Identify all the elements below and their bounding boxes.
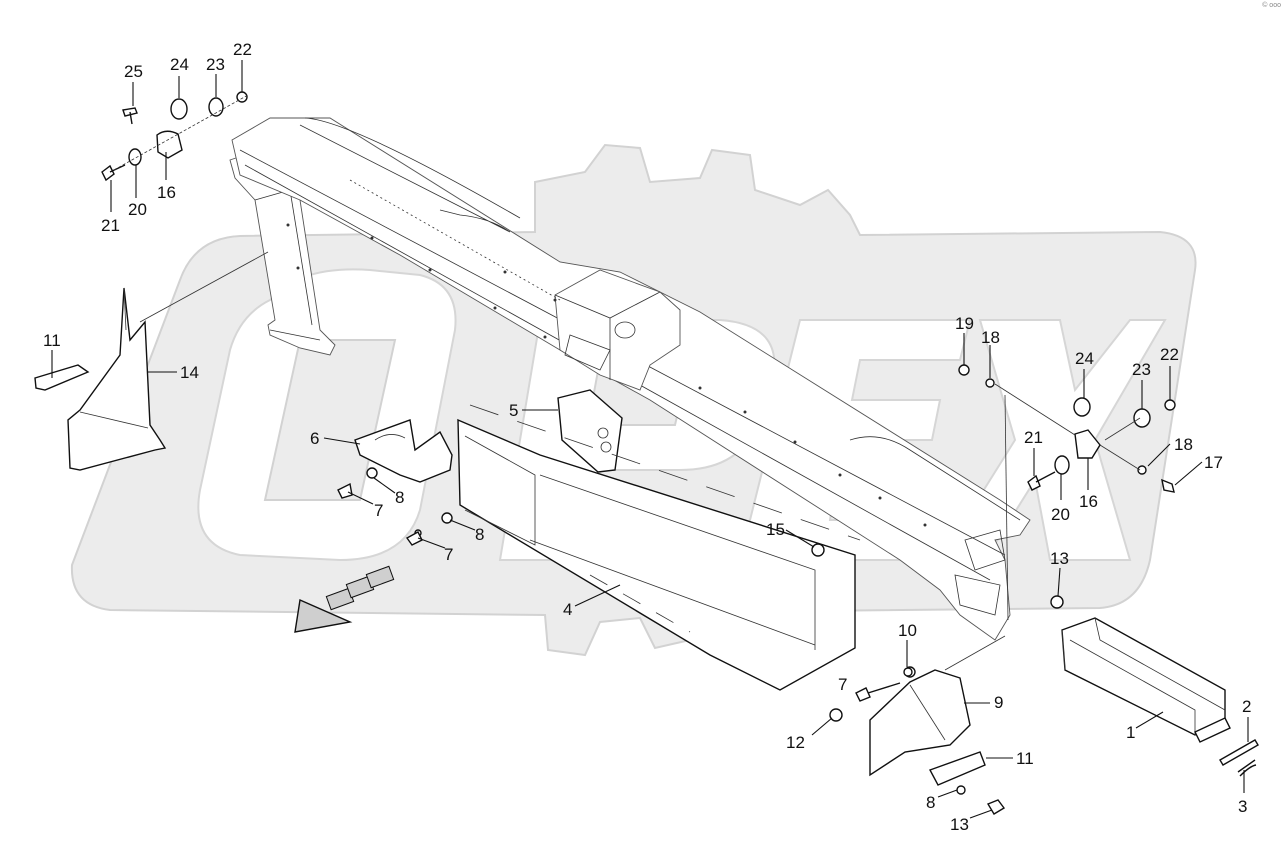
callout-1: 1	[1126, 723, 1135, 742]
pin-assembly-left	[101, 91, 249, 182]
callout-19: 19	[955, 314, 974, 333]
callout-22: 22	[233, 40, 252, 59]
callout-21: 21	[101, 216, 120, 235]
callout-10: 10	[898, 621, 917, 640]
callout-5: 5	[509, 401, 518, 420]
part-5-plate	[557, 389, 623, 473]
part-21-bolt	[101, 164, 126, 182]
callout-24: 24	[170, 55, 189, 74]
callout-25: 25	[124, 62, 143, 81]
watermark-letter-o-hole	[263, 339, 397, 501]
part-17-bolt	[1161, 478, 1175, 493]
part-22-nut-right	[1164, 399, 1176, 411]
callout-15: 15	[766, 520, 785, 539]
part-1-tray	[1061, 617, 1231, 743]
callout-23: 23	[1132, 360, 1151, 379]
callout-14: 14	[180, 363, 199, 382]
left-shield-assembly	[34, 251, 269, 471]
part-13-nut-top	[1050, 595, 1064, 609]
callout-24: 24	[1075, 349, 1094, 368]
part-23-washer	[208, 97, 224, 117]
part-10-washer	[903, 667, 913, 677]
callout-20: 20	[1051, 505, 1070, 524]
part-20-washer-right	[1054, 455, 1070, 475]
callout-7: 7	[838, 675, 847, 694]
callout-12: 12	[786, 733, 805, 752]
callout-8: 8	[926, 793, 935, 812]
direction-arrow	[294, 565, 395, 633]
callout-8: 8	[475, 525, 484, 544]
callout-11: 11	[43, 331, 61, 350]
callout-20: 20	[128, 200, 147, 219]
callout-17: 17	[1204, 453, 1223, 472]
callout-labels: 25 24 23 22 21 20 16 11 14 6 5 8 7 8 7 4…	[43, 40, 1251, 834]
part-4-guard	[405, 404, 861, 691]
part-8-washer-right	[956, 785, 966, 795]
callout-13: 13	[950, 815, 969, 834]
part-14-side-shield	[67, 287, 167, 471]
part-7-bolt-right	[855, 682, 901, 702]
part-11-plate-left	[34, 364, 90, 391]
callout-3: 3	[1238, 797, 1247, 816]
part-11-plate-right	[929, 751, 986, 786]
part-18-washer	[985, 378, 995, 388]
callout-16: 16	[157, 183, 176, 202]
part-6-holder	[337, 419, 453, 499]
callout-22: 22	[1160, 345, 1179, 364]
callout-18: 18	[1174, 435, 1193, 454]
part-20-washer	[128, 148, 142, 166]
part-13-nut-bottom	[986, 799, 1006, 815]
part-9-side-shield	[869, 669, 971, 777]
callout-8: 8	[395, 488, 404, 507]
callout-23: 23	[206, 55, 225, 74]
part-16-pin-plate-right	[1074, 429, 1101, 459]
callout-16: 16	[1079, 492, 1098, 511]
callout-11: 11	[1016, 749, 1034, 768]
corner-mark: © ooo	[1262, 2, 1281, 9]
callout-21: 21	[1024, 428, 1043, 447]
part-18-washer-right	[1137, 465, 1147, 475]
callout-18: 18	[981, 328, 1000, 347]
right-shield-assembly	[829, 595, 1064, 815]
pin-assembly-right	[958, 364, 1176, 621]
callout-2: 2	[1242, 697, 1251, 716]
part-12-nut	[829, 708, 843, 722]
callout-7: 7	[444, 545, 453, 564]
part-2-pin	[1219, 739, 1259, 766]
part-24-washer-right	[1073, 397, 1091, 417]
part-3-clip	[1237, 759, 1257, 777]
main-frame	[229, 117, 1031, 641]
part-15-nut	[811, 543, 825, 557]
part-16-pin-plate	[156, 130, 183, 159]
frame-bolt-holes	[286, 223, 927, 527]
part-24-washer	[170, 98, 188, 120]
leader-lines	[51, 60, 1249, 819]
callout-7: 7	[374, 501, 383, 520]
part-25-bolt	[122, 107, 138, 125]
callout-6: 6	[310, 429, 319, 448]
callout-13: 13	[1050, 549, 1069, 568]
frame-center-block	[554, 269, 681, 391]
part-19-nut	[958, 364, 970, 376]
part-21-bolt-right	[1027, 471, 1056, 491]
callout-9: 9	[994, 693, 1003, 712]
callout-4: 4	[563, 600, 572, 619]
part-23-washer-right	[1133, 408, 1151, 428]
